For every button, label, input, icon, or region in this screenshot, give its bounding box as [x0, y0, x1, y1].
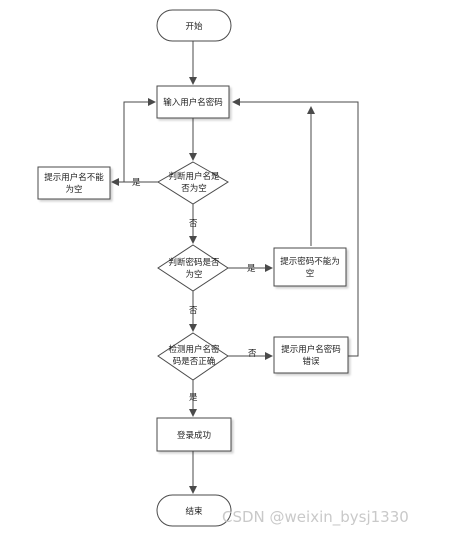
check-pwd-label-2: 为空 — [185, 269, 202, 280]
password-empty-message: 提示密码不能为 空 — [273, 247, 347, 287]
pwd-empty-msg-1: 提示密码不能为 — [280, 256, 340, 267]
csdn-watermark: CSDN @weixin_bysj1330 — [222, 508, 409, 527]
edge-label-pwd-empty-no: 否 — [189, 306, 198, 316]
check-user-label-1: 判断用户名是 — [168, 171, 220, 182]
username-empty-message: 提示用户名不能 为空 — [37, 166, 111, 200]
login-success-label: 登录成功 — [177, 430, 211, 441]
check-credentials-decision: 检测用户名密 码是否正确 — [157, 332, 229, 381]
start-terminal: 开始 — [156, 9, 232, 42]
user-empty-msg-2: 为空 — [65, 184, 82, 195]
end-terminal: 结束 — [156, 494, 232, 527]
check-user-label-2: 否为空 — [181, 183, 207, 194]
check-pwd-label-1: 判断密码是否 — [168, 257, 220, 268]
edge-label-cred-no: 否 — [248, 349, 257, 359]
cred-error-msg-2: 错误 — [302, 356, 320, 367]
start-label: 开始 — [185, 21, 203, 32]
check-password-empty-decision: 判断密码是否 为空 — [157, 244, 229, 292]
arrow-cred-msg-back — [232, 98, 359, 357]
cred-error-msg-1: 提示用户名密码 — [281, 344, 341, 355]
input-process: 输入用户名密码 — [156, 85, 230, 119]
edge-label-user-empty-no: 否 — [189, 219, 198, 229]
user-empty-msg-1: 提示用户名不能 — [44, 172, 104, 183]
check-cred-label-2: 码是否正确 — [173, 356, 216, 367]
login-success-process: 登录成功 — [156, 417, 232, 452]
input-label: 输入用户名密码 — [163, 97, 223, 108]
check-cred-label-1: 检测用户名密 — [168, 344, 220, 355]
end-label: 结束 — [185, 506, 203, 517]
edge-label-cred-yes: 是 — [189, 393, 198, 403]
credentials-error-message: 提示用户名密码 错误 — [273, 336, 349, 374]
arrow-user-msg-back — [123, 98, 156, 182]
check-username-empty-decision: 判断用户名是 否为空 — [157, 161, 229, 205]
connectors — [111, 41, 359, 494]
edge-label-user-empty-yes: 是 — [132, 178, 141, 188]
edge-label-pwd-empty-yes: 是 — [247, 264, 256, 274]
pwd-empty-msg-2: 空 — [306, 268, 315, 279]
